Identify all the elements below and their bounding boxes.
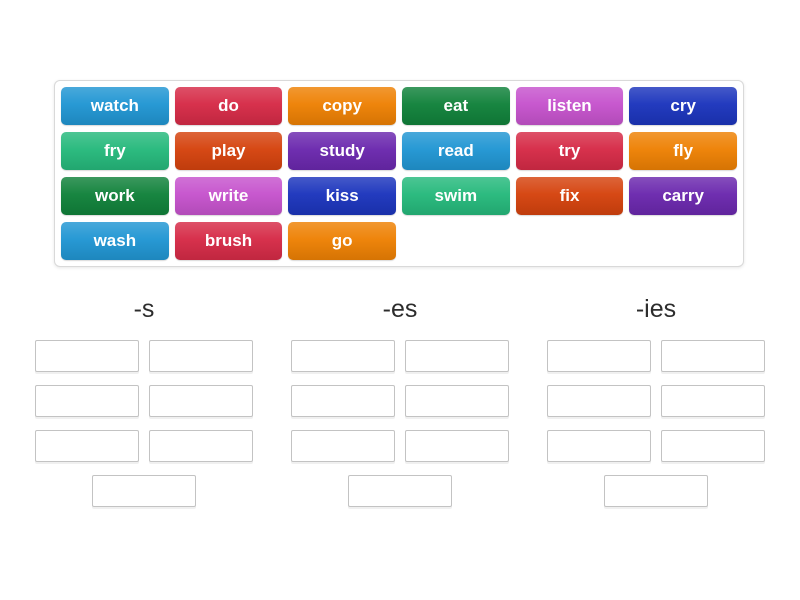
group-heading: -s	[133, 295, 155, 323]
drop-slot[interactable]	[405, 340, 509, 372]
word-tile-watch[interactable]: watch	[61, 87, 169, 125]
drop-slot[interactable]	[547, 385, 651, 417]
group-ies: -ies	[547, 294, 765, 507]
drop-slot[interactable]	[149, 430, 253, 462]
drop-slot[interactable]	[661, 430, 765, 462]
word-tile-try[interactable]: try	[515, 132, 624, 170]
slot-grid	[291, 340, 509, 507]
group-s: -s	[35, 294, 253, 507]
word-tile-copy[interactable]: copy	[288, 87, 396, 125]
word-tile-fix[interactable]: fix	[515, 177, 624, 215]
group-heading: -es	[382, 295, 418, 323]
drop-slot[interactable]	[604, 475, 708, 507]
word-tile-work[interactable]: work	[61, 177, 169, 215]
sort-groups: -s -es -ies	[35, 294, 765, 507]
drop-slot[interactable]	[405, 430, 509, 462]
word-tile-write[interactable]: write	[174, 177, 283, 215]
word-tile-brush[interactable]: brush	[174, 222, 283, 260]
word-tile-cry[interactable]: cry	[629, 87, 737, 125]
word-tile-go[interactable]: go	[288, 222, 396, 260]
word-tile-fly[interactable]: fly	[629, 132, 737, 170]
slot-grid	[35, 340, 253, 507]
word-tile-eat[interactable]: eat	[401, 87, 510, 125]
word-tile-wash[interactable]: wash	[61, 222, 169, 260]
word-tile-do[interactable]: do	[174, 87, 283, 125]
word-tile-kiss[interactable]: kiss	[288, 177, 396, 215]
drop-slot[interactable]	[547, 430, 651, 462]
word-tile-read[interactable]: read	[401, 132, 510, 170]
drop-slot[interactable]	[661, 385, 765, 417]
word-tile-swim[interactable]: swim	[401, 177, 510, 215]
word-tile-play[interactable]: play	[174, 132, 283, 170]
drop-slot[interactable]	[35, 430, 139, 462]
drop-slot[interactable]	[547, 340, 651, 372]
group-heading: -ies	[635, 295, 677, 323]
drop-slot[interactable]	[35, 385, 139, 417]
group-es: -es	[291, 294, 509, 507]
drop-slot[interactable]	[35, 340, 139, 372]
word-tile-study[interactable]: study	[288, 132, 396, 170]
word-tile-carry[interactable]: carry	[629, 177, 737, 215]
word-tile-fry[interactable]: fry	[61, 132, 169, 170]
drop-slot[interactable]	[149, 340, 253, 372]
drop-slot[interactable]	[348, 475, 452, 507]
drop-slot[interactable]	[291, 430, 395, 462]
word-tile-listen[interactable]: listen	[515, 87, 624, 125]
slot-grid	[547, 340, 765, 507]
drop-slot[interactable]	[92, 475, 196, 507]
drop-slot[interactable]	[291, 340, 395, 372]
drop-slot[interactable]	[661, 340, 765, 372]
drop-slot[interactable]	[291, 385, 395, 417]
drop-slot[interactable]	[149, 385, 253, 417]
drop-slot[interactable]	[405, 385, 509, 417]
